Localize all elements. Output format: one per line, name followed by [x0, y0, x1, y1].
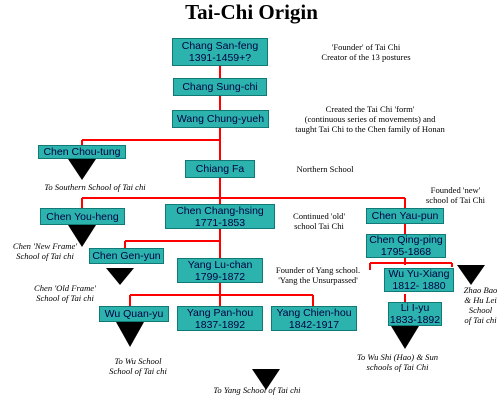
person-wang-chung-yueh: Wang Chung-yueh	[172, 110, 269, 128]
person-name: Wu Quan-yu	[104, 308, 164, 320]
note-northern-school: Northern School	[280, 164, 370, 174]
note-yang-to: To Yang School of Tai chi	[192, 385, 322, 395]
person-name: Chen Chou-tung	[43, 146, 121, 158]
person-wu-yu-xiang: Wu Yu-Xiang 1812- 1880	[384, 268, 454, 292]
note-line: Created the Tai Chi 'form'	[325, 104, 415, 114]
person-chen-chang-hsing: Chen Chang-hsing 1771-1853	[165, 204, 275, 229]
person-name: Wu Yu-Xiang	[388, 268, 450, 280]
note-line: Creator of the 13 postures	[321, 52, 411, 62]
person-chang-san-feng: Chang San-feng 1391-1459+?	[172, 38, 268, 66]
note-line: To Southern School of Tai chi	[44, 182, 146, 192]
person-name: Chang Sung-chi	[182, 81, 258, 93]
note-line: 'Yang the Unsurpassed'	[278, 275, 358, 285]
note-line: Continued 'old'	[292, 211, 346, 221]
note-line: schools of Tai Chi	[366, 362, 429, 372]
note-wu-hao: To Wu Shi (Hao) & Sun schools of Tai Chi	[340, 352, 455, 372]
person-yang-chien-hou: Yang Chien-hou 1842-1917	[271, 306, 357, 331]
note-line: & Hu Lei	[464, 295, 497, 305]
note-line: Chen 'Old Frame'	[34, 283, 96, 293]
note-new-school: Founded 'new' school of Tai Chi	[408, 185, 503, 205]
note-new-frame: Chen 'New Frame' School of Tai chi	[0, 241, 90, 261]
person-name: Chen Gen-yun	[92, 250, 161, 262]
person-yang-pan-hou: Yang Pan-hou 1837-1892	[177, 306, 263, 331]
person-chen-you-heng: Chen You-heng	[40, 208, 125, 225]
diagram-title: Tai-Chi Origin	[185, 0, 318, 24]
note-line: To Wu Shi (Hao) & Sun	[356, 352, 439, 362]
note-southern-school: To Southern School of Tai chi	[30, 182, 160, 192]
red-connector-lines	[81, 66, 453, 306]
note-line: To Yang School of Tai chi	[213, 385, 301, 395]
person-dates: 1833-1892	[389, 314, 441, 326]
note-line: of Tai chi	[464, 315, 497, 325]
note-wu-school: To Wu School School of Tai chi	[98, 356, 178, 376]
person-dates: 1771-1853	[194, 216, 246, 229]
note-form: Created the Tai Chi 'form' (continuous s…	[275, 104, 465, 134]
note-founder: 'Founder' of Tai Chi Creator of the 13 p…	[300, 42, 432, 62]
person-name: Chiang Fa	[195, 163, 245, 175]
note-line: School of Tai chi	[16, 251, 74, 261]
person-wu-quan-yu: Wu Quan-yu	[99, 306, 169, 322]
person-name: Yang Chien-hou	[276, 306, 352, 319]
note-line: Chen 'New Frame'	[12, 241, 78, 251]
person-name: Yang Pan-hou	[186, 306, 254, 319]
person-dates: 1799-1872	[194, 270, 246, 283]
note-old-school: Continued 'old' school Tai Chi	[277, 211, 361, 231]
person-dates: 1795-1868	[380, 246, 432, 258]
person-name: Yang Lu-chan	[187, 258, 253, 271]
person-chen-gen-yun: Chen Gen-yun	[89, 248, 164, 264]
person-name: Chen Yau-pun	[371, 210, 439, 222]
note-line: School	[468, 305, 493, 315]
note-line: To Wu School	[114, 356, 162, 366]
note-line: 'Founder' of Tai Chi	[331, 42, 401, 52]
person-name: Wang Chung-yueh	[176, 113, 265, 125]
person-chen-chou-tung: Chen Chou-tung	[38, 145, 126, 159]
person-dates: 1812- 1880	[392, 280, 446, 292]
person-name: Li I-yu	[400, 302, 430, 314]
downward-arrows	[68, 159, 485, 390]
note-line: School of Tai chi	[109, 366, 167, 376]
person-name: Chen Chang-hsing	[176, 204, 264, 217]
person-li-i-yu: Li I-yu 1833-1892	[388, 302, 442, 326]
note-line: Founder of Yang school.	[275, 265, 361, 275]
note-line: Northern School	[296, 164, 354, 174]
person-chen-qing-ping: Chen Qing-ping 1795-1868	[366, 234, 446, 258]
note-line: school of Tai Chi	[425, 195, 486, 205]
note-line: Zhao Bao	[463, 285, 498, 295]
person-chiang-fa: Chiang Fa	[185, 160, 255, 178]
person-chang-sung-chi: Chang Sung-chi	[173, 78, 267, 96]
note-old-frame: Chen 'Old Frame' School of Tai chi	[20, 283, 110, 303]
person-dates: 1837-1892	[194, 318, 246, 331]
note-line: School of Tai chi	[36, 293, 94, 303]
person-dates: 1391-1459+?	[188, 52, 252, 64]
note-yang-school: Founder of Yang school. 'Yang the Unsurp…	[263, 265, 373, 285]
note-line: school Tai Chi	[294, 221, 344, 231]
person-dates: 1842-1917	[288, 318, 340, 331]
note-line: taught Tai Chi to the Chen family of Hon…	[295, 124, 445, 134]
note-line: Founded 'new'	[430, 185, 481, 195]
person-chen-yau-pun: Chen Yau-pun	[366, 208, 444, 224]
person-yang-lu-chan: Yang Lu-chan 1799-1872	[177, 258, 263, 283]
note-zhao-bao: Zhao Bao & Hu Lei School of Tai chi	[458, 285, 503, 325]
person-name: Chen Qing-ping	[369, 234, 443, 246]
person-name: Chen You-heng	[46, 210, 119, 223]
person-name: Chang San-feng	[181, 40, 259, 52]
note-line: (continuous series of movements) and	[304, 114, 436, 124]
